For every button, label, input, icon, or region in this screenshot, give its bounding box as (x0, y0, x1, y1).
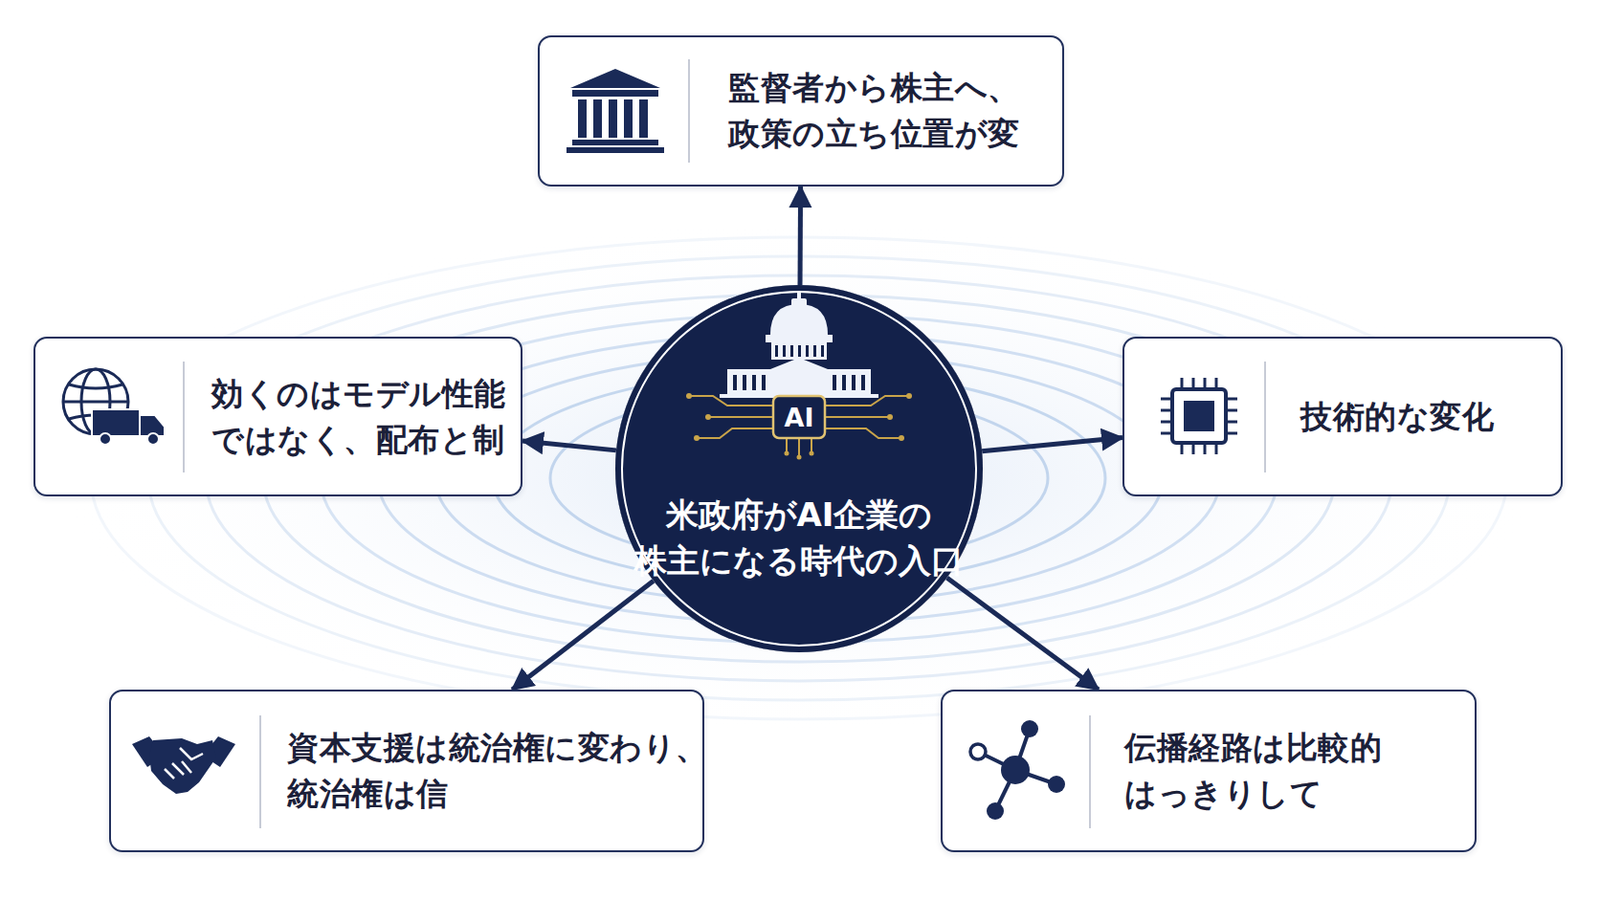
circuit-lines (688, 396, 774, 406)
box-text: 監督者から株主へ、 政策の立ち位置が変 (728, 65, 1049, 157)
capitol-illustration (761, 375, 766, 391)
arrow-connector (511, 580, 654, 690)
ripple-rings (550, 390, 1048, 567)
box-text: 技術的な変化 (1300, 394, 1548, 441)
outcome-box: 監督者から株主へ、 政策の立ち位置が変 (537, 35, 1065, 187)
circuit-lines (786, 438, 812, 458)
capitol-illustration (727, 369, 871, 397)
circuit-lines (809, 451, 815, 457)
circuit-lines (887, 414, 893, 421)
circuit-lines (824, 396, 910, 406)
arrow-connector (522, 441, 617, 451)
circuit-lines (797, 455, 802, 461)
capitol-illustration (797, 287, 801, 301)
capitol-illustration (861, 375, 866, 391)
chip-label: AI (615, 403, 983, 433)
arrow-connector (946, 577, 1098, 690)
capitol-illustration (790, 345, 794, 357)
outcome-box: 伝播経路は比較的 はっきりして (940, 689, 1477, 853)
capitol-illustration (842, 375, 846, 391)
capitol-illustration (733, 375, 737, 391)
capitol-illustration (719, 287, 879, 399)
circuit-lines (708, 416, 774, 419)
capitol-illustration (775, 345, 824, 357)
ripple-rings (435, 352, 1163, 605)
outcome-box: 資本支援は統治権に変わり、 統治権は信 (109, 689, 705, 853)
capitol-illustration (798, 345, 801, 357)
capitol-illustration (733, 375, 866, 391)
hub-circle (615, 285, 983, 653)
capitol-illustration (770, 304, 828, 335)
capitol-illustration (775, 345, 778, 357)
ripple-rings (492, 371, 1106, 586)
hub-circle: AI 米政府がAI企業の 株主になる時代の入口 (615, 285, 983, 653)
capitol-illustration (771, 342, 827, 360)
capitol-illustration (791, 298, 807, 309)
circuit-lines (705, 414, 712, 421)
circuit-lines (824, 416, 890, 419)
circuit-lines (686, 393, 692, 400)
outcome-box: 効くのはモデル性能 ではなく、配布と制 (33, 336, 523, 497)
box-text: 資本支援は統治権に変わり、 統治権は信 (287, 725, 689, 818)
circuit-lines (784, 451, 790, 457)
circuit-lines (906, 393, 912, 400)
capitol-illustration (752, 375, 756, 391)
hub-title: 米政府がAI企業の 株主になる時代の入口 (615, 491, 983, 584)
capitol-illustration (832, 375, 837, 391)
circuit-lines (898, 435, 905, 442)
capitol-illustration (719, 394, 879, 399)
capitol-illustration (770, 357, 828, 370)
outcome-box: 技術的な変化 (1122, 336, 1563, 497)
circuit-lines (693, 435, 700, 442)
capitol-illustration (805, 345, 809, 357)
arrow-connector (981, 438, 1123, 452)
arrow-connector (798, 186, 804, 286)
capitol-illustration (821, 345, 824, 357)
circuit-lines (824, 428, 902, 439)
capitol-illustration (813, 345, 817, 357)
capitol-illustration (851, 375, 856, 391)
capitol-illustration (742, 375, 747, 391)
capitol-illustration (782, 345, 786, 357)
circuit-lines (696, 428, 774, 439)
capitol-illustration (765, 334, 833, 343)
box-text: 伝播経路は比較的 はっきりして (1124, 725, 1462, 818)
box-text: 効くのはモデル性能 ではなく、配布と制 (211, 371, 508, 464)
